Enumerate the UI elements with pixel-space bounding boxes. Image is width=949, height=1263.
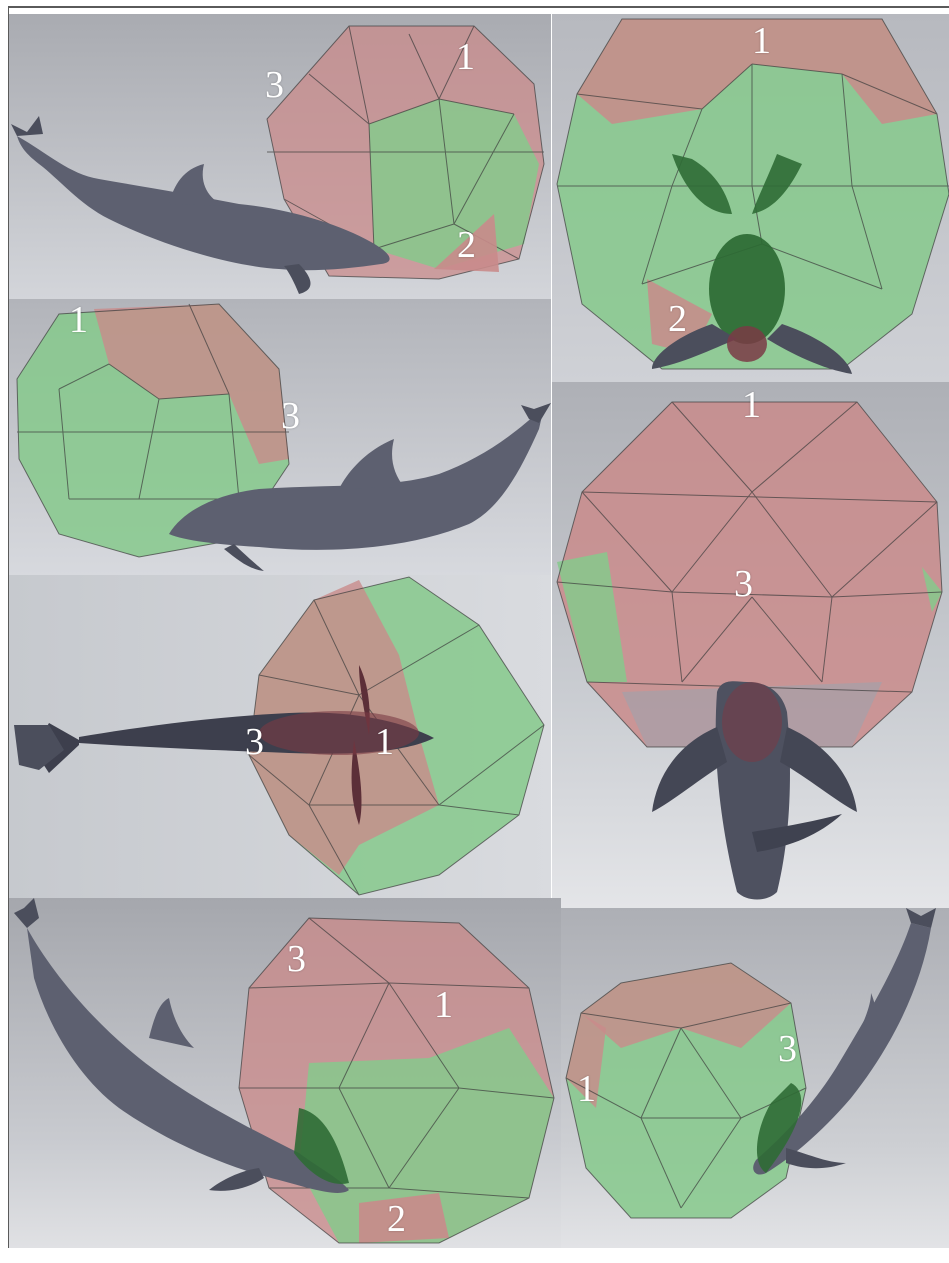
panel-3-render — [9, 299, 551, 575]
panel-6-render — [9, 898, 561, 1248]
panel-7-render — [561, 908, 949, 1248]
panel-3: 1 3 — [9, 299, 551, 575]
label-1: 1 — [456, 38, 475, 76]
panel-2-render — [552, 14, 949, 382]
geodesic-sphere-icon — [566, 963, 806, 1218]
label-1: 1 — [752, 22, 771, 60]
frame-top-border — [8, 6, 949, 8]
label-3: 3 — [734, 565, 753, 603]
panel-4: 1 3 — [552, 382, 949, 908]
panel-4-render — [552, 382, 949, 908]
panel-1: 3 1 2 — [9, 14, 551, 299]
panel-5-render — [9, 575, 551, 898]
label-3: 3 — [265, 66, 284, 104]
label-1: 1 — [577, 1070, 596, 1108]
panel-6: 3 1 2 — [9, 898, 561, 1248]
label-3: 3 — [778, 1030, 797, 1068]
label-2: 2 — [457, 226, 476, 264]
label-1: 1 — [69, 301, 88, 339]
label-3: 3 — [245, 723, 264, 761]
label-2: 2 — [668, 300, 687, 338]
panel-2: 1 2 — [552, 14, 949, 382]
label-1: 1 — [375, 723, 394, 761]
panel-5: 3 1 — [9, 575, 551, 898]
label-1: 1 — [434, 986, 453, 1024]
label-1: 1 — [742, 386, 761, 424]
label-2: 2 — [387, 1200, 406, 1238]
panel-7: 3 1 — [561, 908, 949, 1248]
bottom-margin — [8, 1248, 949, 1263]
label-3: 3 — [281, 397, 300, 435]
label-3: 3 — [287, 940, 306, 978]
